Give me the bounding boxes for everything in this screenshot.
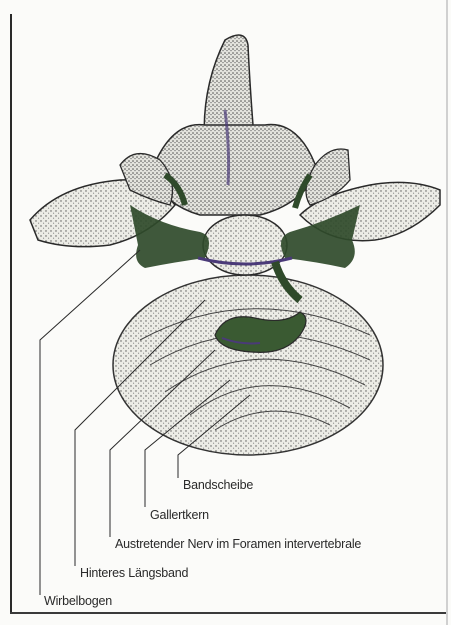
label-gallertkern: Gallertkern xyxy=(150,508,209,522)
label-laengsband: Hinteres Längsband xyxy=(80,566,188,580)
label-bandscheibe: Bandscheibe xyxy=(183,478,253,492)
label-wirbelbogen: Wirbelbogen xyxy=(44,594,112,608)
vertebral-arch xyxy=(30,35,440,247)
label-nerv: Austretender Nerv im Foramen interverteb… xyxy=(115,537,361,551)
intervertebral-disc xyxy=(113,275,383,455)
